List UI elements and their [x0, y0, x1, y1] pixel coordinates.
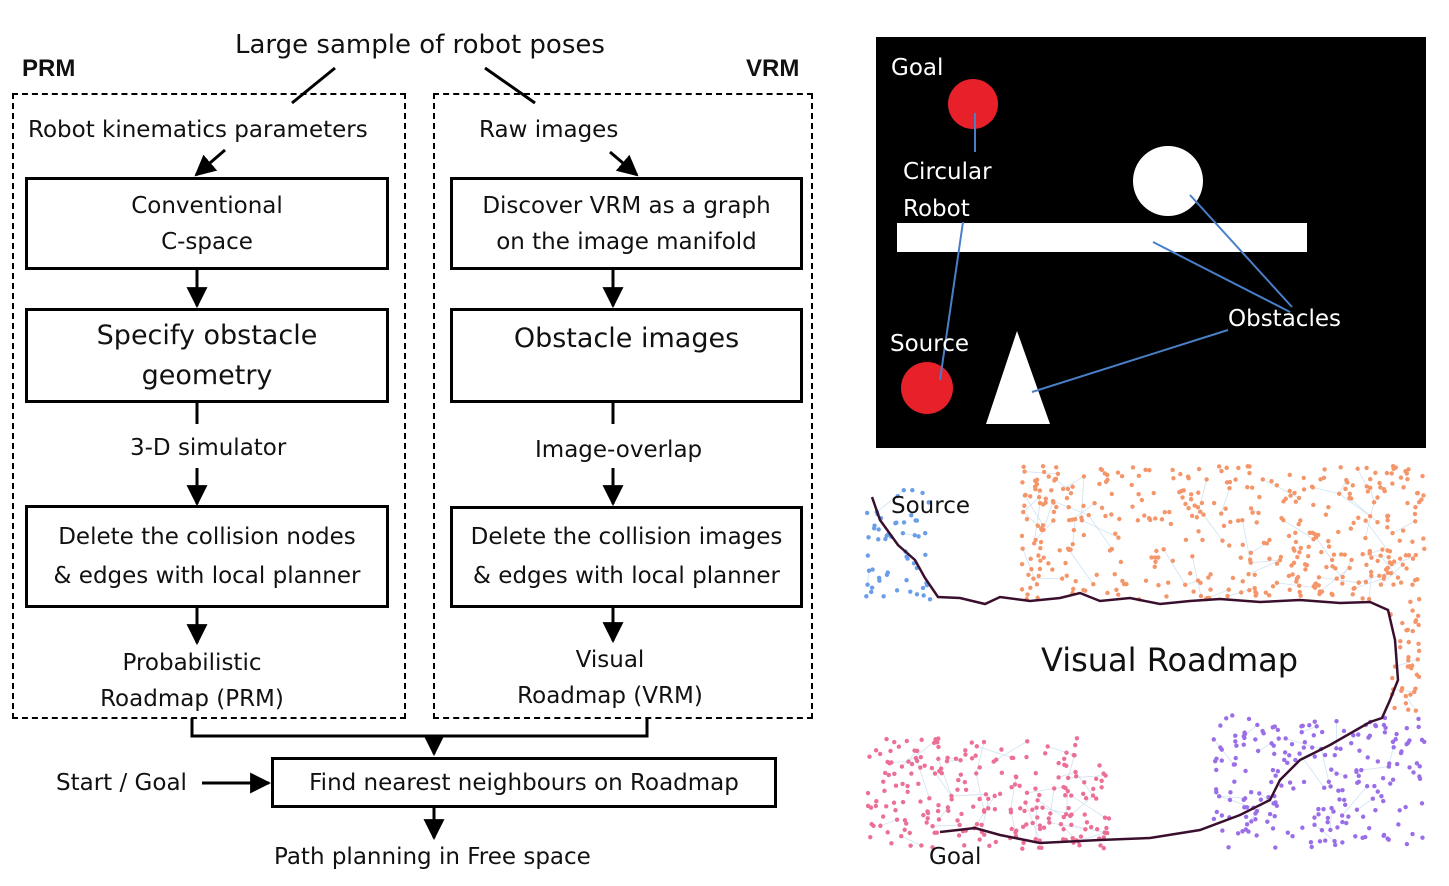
prm-delete-box: Delete the collision nodes & edges with … — [25, 505, 389, 608]
vrm-output-line2: Roadmap (VRM) — [517, 683, 703, 709]
prm-simulator-label: 3-D simulator — [130, 435, 287, 461]
roadmap-goal-label: Goal — [929, 844, 982, 870]
circular-label-line1: Circular — [903, 159, 992, 185]
vrm-box3-line1: Delete the collision images — [470, 524, 783, 550]
vrm-panel — [433, 93, 813, 719]
prm-box3-line2: & edges with local planner — [53, 562, 361, 589]
scene-circular-robot-label: Circular Robot — [903, 154, 992, 228]
vrm-discover-box: Discover VRM as a graph on the image man… — [450, 177, 803, 270]
scene-source-label: Source — [890, 331, 969, 357]
prm-panel — [12, 93, 406, 719]
circular-label-line2: Robot — [903, 196, 970, 222]
roadmap-title: Visual Roadmap — [1041, 641, 1299, 679]
prm-cspace-box: Conventional C-space — [25, 177, 389, 270]
prm-input-label: Robot kinematics parameters — [28, 117, 368, 143]
bottom-label: Path planning in Free space — [274, 844, 591, 870]
flowchart-connectors — [186, 66, 649, 841]
vrm-box3-line2: & edges with local planner — [473, 563, 780, 589]
robot-scene — [876, 37, 1426, 448]
vrm-output-label: Visual Roadmap (VRM) — [490, 642, 730, 714]
scene-obstacles-label: Obstacles — [1228, 306, 1341, 332]
prm-box1-line1: Conventional — [131, 192, 283, 219]
vrm-box2-line1: Obstacle images — [513, 323, 740, 354]
top-label: Large sample of robot poses — [235, 30, 605, 60]
vrm-delete-box: Delete the collision images & edges with… — [450, 506, 803, 608]
vrm-input-label: Raw images — [479, 117, 619, 143]
scene-goal-label: Goal — [891, 55, 944, 81]
prm-box3-line1: Delete the collision nodes — [58, 523, 356, 550]
vrm-overlap-label: Image-overlap — [535, 437, 703, 463]
prm-label: PRM — [22, 55, 76, 82]
vrm-box1-line1: Discover VRM as a graph — [482, 192, 771, 219]
nearest-neighbours-box: Find nearest neighbours on Roadmap — [271, 757, 777, 808]
prm-output-line1: Probabilistic — [122, 650, 262, 676]
vrm-obstacle-box: Obstacle images — [450, 308, 803, 403]
prm-output-label: Probabilistic Roadmap (PRM) — [70, 645, 314, 717]
start-goal-label: Start / Goal — [56, 770, 187, 796]
roadmap-source-label: Source — [891, 493, 970, 519]
vrm-label: VRM — [746, 55, 800, 82]
prm-box1-line2: C-space — [161, 228, 253, 255]
prm-box2-line2: geometry — [141, 359, 273, 391]
prm-box2-line1: Specify obstacle — [96, 319, 318, 351]
prm-geometry-box: Specify obstacle geometry — [25, 308, 389, 403]
prm-output-line2: Roadmap (PRM) — [100, 686, 284, 712]
vrm-box1-line2: on the image manifold — [496, 228, 757, 255]
vrm-output-line1: Visual — [575, 647, 645, 673]
